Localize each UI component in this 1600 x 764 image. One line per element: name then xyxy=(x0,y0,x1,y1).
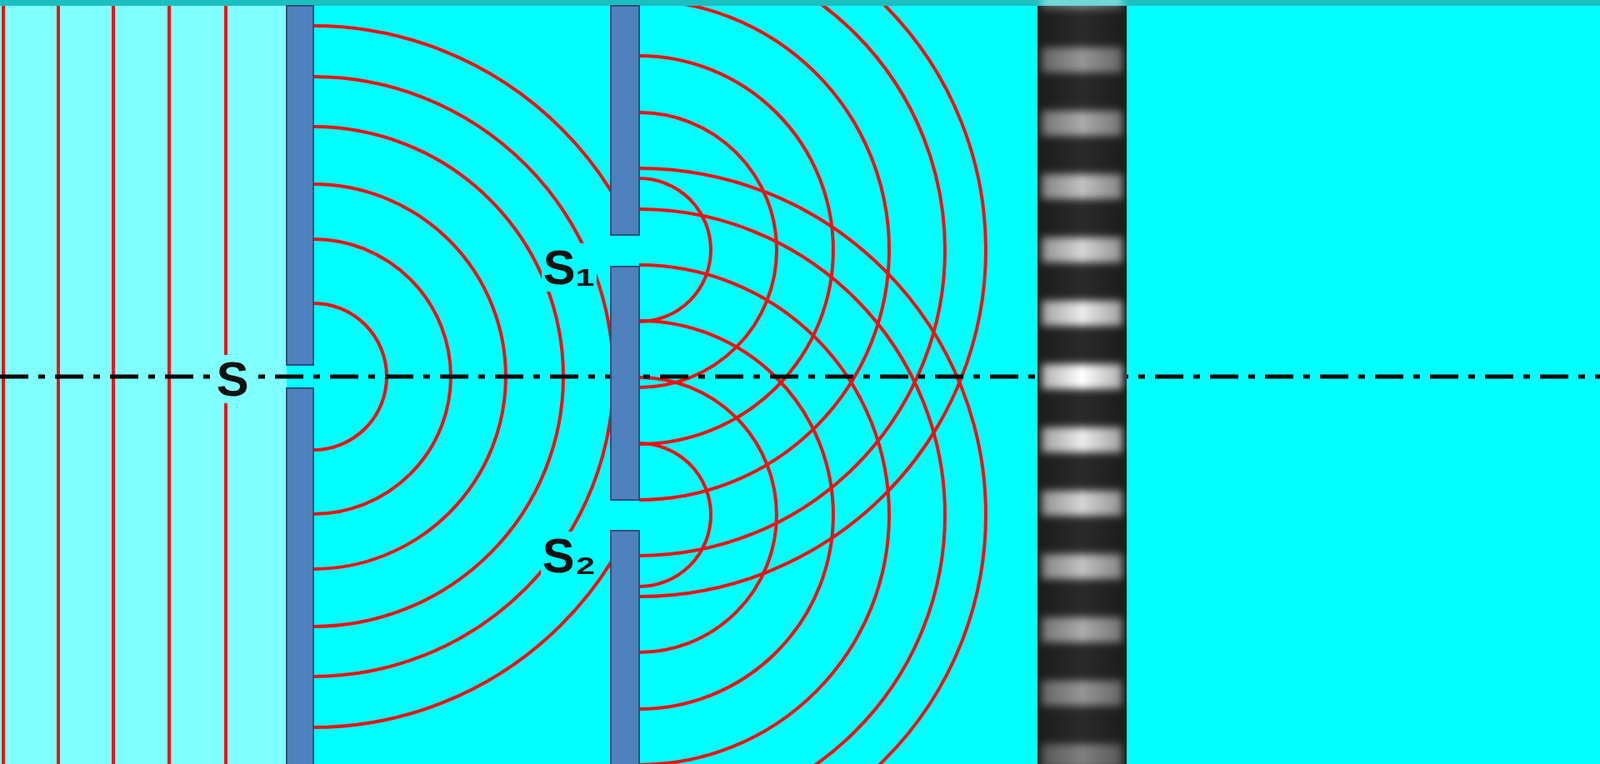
wavefront xyxy=(639,320,834,710)
barrier xyxy=(286,388,314,764)
wavefront xyxy=(639,112,777,388)
wavefront xyxy=(639,209,945,764)
barriers xyxy=(286,5,640,764)
wavefront xyxy=(639,5,890,500)
wavefront xyxy=(639,178,711,322)
wavefront xyxy=(639,265,890,764)
barrier xyxy=(610,530,640,764)
wavefront xyxy=(639,168,986,764)
barrier xyxy=(610,5,640,235)
barrier xyxy=(286,5,314,365)
wavefront xyxy=(639,5,945,556)
barrier xyxy=(610,266,640,500)
wavefront xyxy=(639,377,777,653)
plane-wavefronts xyxy=(3,5,226,764)
wavefront xyxy=(111,5,115,764)
slit-label: S₁ xyxy=(541,243,598,292)
top-bar xyxy=(0,0,1600,6)
wavefront xyxy=(639,55,834,445)
wavefront xyxy=(639,443,711,587)
wavefront xyxy=(1,5,5,764)
source-label: S xyxy=(215,355,251,404)
slit-label: S₂ xyxy=(540,531,598,580)
incident-region xyxy=(0,0,287,764)
screen-shade xyxy=(1037,5,1127,764)
screen-fringes xyxy=(1037,0,1127,764)
wavefront xyxy=(167,5,171,764)
wavefront xyxy=(56,5,60,764)
screen xyxy=(1037,5,1127,764)
wavefront xyxy=(639,5,986,597)
wavefronts-from-slits xyxy=(639,5,986,764)
